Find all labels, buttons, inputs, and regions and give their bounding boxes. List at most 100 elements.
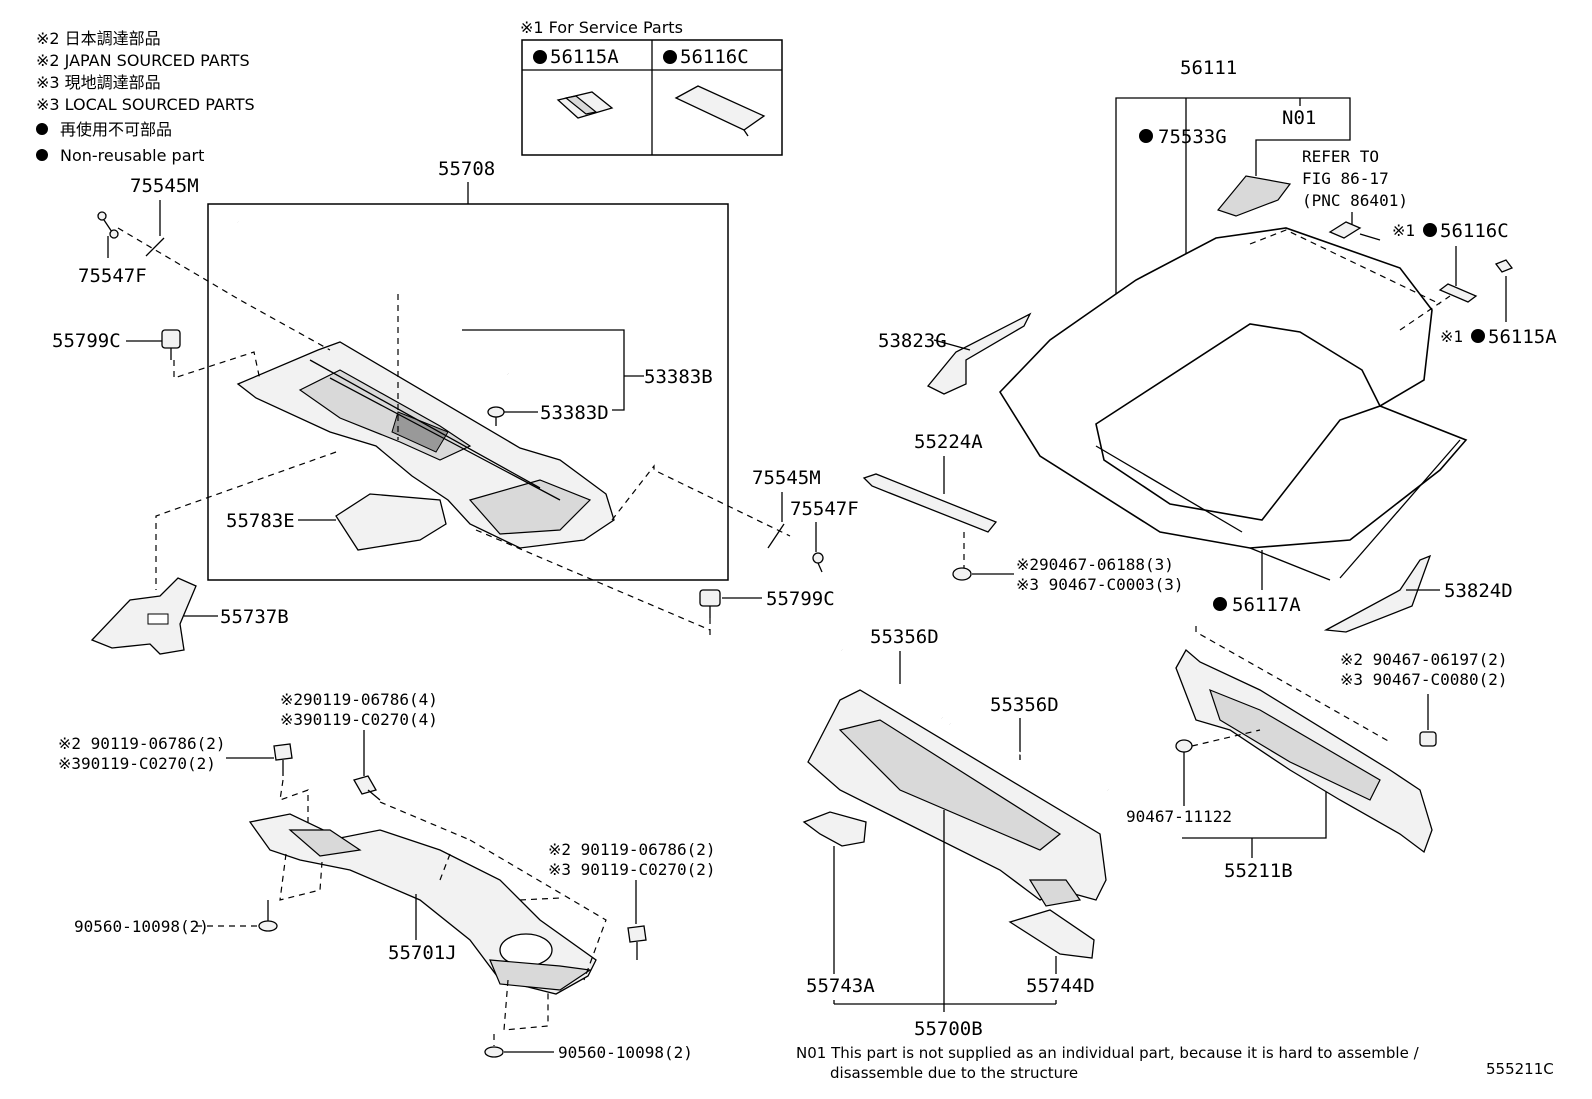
spacer-56115A-drawing	[556, 91, 614, 119]
seal-55224A-drawing	[862, 473, 998, 533]
label-90467-06188: ※290467-06188(3)	[1016, 555, 1174, 574]
bracket-55744D-drawing	[1008, 909, 1095, 959]
service-part-56115A: 56115A	[550, 46, 619, 68]
label-75547F-right: 75547F	[790, 498, 859, 520]
label-55744D: 55744D	[1026, 975, 1095, 997]
label-55700B: 55700B	[914, 1018, 983, 1040]
refer-line-1: REFER TO	[1302, 147, 1379, 166]
camera-cover-drawing	[1328, 221, 1362, 239]
label-90467-06197: ※2 90467-06197(2)	[1340, 650, 1508, 669]
grommet-lower-drawing	[484, 1046, 504, 1058]
label-bolt-90119-C0270-2a: ※390119-C0270(2)	[58, 754, 216, 773]
non-reusable-dot-icon	[1471, 329, 1485, 343]
non-reusable-dot-icon	[663, 50, 677, 64]
grommet-upper-drawing	[258, 920, 278, 932]
label-90560-10098-a: 90560-10098(2)	[74, 917, 209, 936]
non-reusable-dot-icon	[1139, 129, 1153, 143]
assembly-55701J: ※290119-06786(4) ※390119-C0270(4) ※2 901…	[58, 690, 716, 1062]
cowl-panel-55701J-drawing	[248, 813, 597, 995]
bolt-left-drawing	[273, 743, 293, 776]
legend-line-4: ※3 LOCAL SOURCED PARTS	[36, 95, 255, 114]
label-53383B: 53383B	[644, 366, 713, 388]
molding-53823G-drawing	[926, 312, 1032, 395]
label-53823G: 53823G	[878, 330, 947, 352]
right-fasteners: 75545M 75547F 55799C	[475, 464, 859, 636]
non-reusable-dot-icon	[1423, 223, 1437, 237]
service-parts-table: ※1 For Service Parts 56115A 56116C	[520, 18, 783, 156]
screw-75547F-right-drawing	[812, 552, 824, 573]
spacer-56115A-drawing	[1494, 259, 1514, 273]
non-reusable-dot-icon	[1213, 597, 1227, 611]
label-55211B: 55211B	[1224, 860, 1293, 882]
label-bolt-90119-C0270-4: ※390119-C0270(4)	[280, 710, 438, 729]
weatherstrip-drawing	[237, 221, 509, 375]
label-90467-11122: 90467-11122	[1126, 807, 1232, 826]
label-N01: N01	[1282, 107, 1316, 129]
louver-55783E-drawing	[335, 493, 447, 551]
label-53383D: 53383D	[540, 402, 609, 424]
cowl-top-panel-drawing	[236, 341, 615, 549]
label-55743A: 55743A	[806, 975, 875, 997]
bolt-upper-drawing	[353, 775, 381, 801]
note-n01-line-1: N01 This part is not supplied as an indi…	[796, 1044, 1420, 1062]
mark-1-b: ※1	[1440, 327, 1463, 346]
screw-75547F-left-drawing	[97, 211, 119, 239]
label-bolt-90119-06786-4: ※290119-06786(4)	[280, 690, 438, 709]
label-56116C: 56116C	[1440, 220, 1509, 242]
service-part-56116C: 56116C	[680, 46, 749, 68]
bolt-right-drawing	[627, 925, 647, 960]
legend: ※2 日本調達部品 ※2 JAPAN SOURCED PARTS ※3 現地調達…	[36, 29, 255, 165]
assembly-55700B: 55356D 55356D 55743A 55744D 55700B	[802, 626, 1109, 1040]
non-reusable-dot-icon	[533, 50, 547, 64]
label-55799C-right: 55799C	[766, 588, 835, 610]
clip-55799C-right-drawing	[699, 589, 721, 618]
label-55224A: 55224A	[914, 431, 983, 453]
windshield-assembly: 56111 N01 75533G REFER TO FIG 86-17 (PNC…	[862, 57, 1557, 633]
spacer-56116C-drawing	[1438, 283, 1478, 303]
label-90467-C0080: ※3 90467-C0080(2)	[1340, 670, 1508, 689]
label-55356D-b: 55356D	[990, 694, 1059, 716]
label-56115A: 56115A	[1488, 326, 1557, 348]
label-55356D-a: 55356D	[870, 626, 939, 648]
refer-line-2: FIG 86-17	[1302, 169, 1389, 188]
service-parts-title: ※1 For Service Parts	[520, 18, 683, 37]
spacer-56116C-drawing	[674, 85, 766, 137]
bracket-55737B-drawing	[90, 577, 197, 655]
legend-line-5: 再使用不可部品	[60, 120, 172, 139]
label-56111: 56111	[1180, 57, 1237, 79]
mark-1-a: ※1	[1392, 221, 1415, 240]
assembly-frame	[207, 203, 729, 581]
sensor-bracket-drawing	[1216, 175, 1292, 217]
label-bolt-90119-C0270-2b: ※3 90119-C0270(2)	[548, 860, 716, 879]
legend-line-2: ※2 JAPAN SOURCED PARTS	[36, 51, 250, 70]
label-75545M-right: 75545M	[752, 467, 821, 489]
label-bolt-90119-06786-2b: ※2 90119-06786(2)	[548, 840, 716, 859]
label-90467-C0003: ※3 90467-C0003(3)	[1016, 575, 1184, 594]
label-90560-10098-b: 90560-10098(2)	[558, 1043, 693, 1062]
label-75533G: 75533G	[1158, 126, 1227, 148]
figure-id: 555211C	[1486, 1060, 1554, 1078]
label-55799C-left: 55799C	[52, 330, 121, 352]
clip-53383D-drawing	[487, 406, 505, 426]
assembly-55211B: ※2 90467-06197(2) ※3 90467-C0080(2) 9046…	[1126, 626, 1508, 882]
label-55708: 55708	[438, 158, 495, 180]
label-55783E: 55783E	[226, 510, 295, 532]
refer-line-3: (PNC 86401)	[1302, 191, 1408, 210]
label-75547F-left: 75547F	[78, 265, 147, 287]
label-55701J: 55701J	[388, 942, 457, 964]
label-bolt-90119-06786-2a: ※2 90119-06786(2)	[58, 734, 226, 753]
assembly-55708: 55708 53383B 53383D 55783E	[207, 158, 729, 581]
bracket-55743A-drawing	[802, 811, 867, 847]
cowl-panel-55700B-drawing	[807, 689, 1107, 907]
label-53824D: 53824D	[1444, 580, 1513, 602]
label-55737B: 55737B	[220, 606, 289, 628]
clip-90467-06197-drawing	[1419, 731, 1437, 747]
non-reusable-dot-icon	[36, 149, 48, 161]
clip-90467-11122-drawing	[1175, 739, 1193, 753]
legend-line-6: Non-reusable part	[60, 146, 204, 165]
label-56117A: 56117A	[1232, 594, 1301, 616]
legend-line-1: ※2 日本調達部品	[36, 29, 161, 48]
non-reusable-dot-icon	[36, 123, 48, 135]
molding-53824D-drawing	[1323, 554, 1432, 633]
